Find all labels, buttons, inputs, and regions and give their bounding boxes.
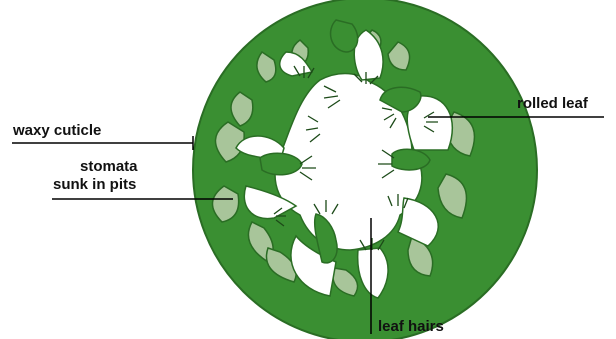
label-stomata-line1: stomata — [80, 158, 138, 175]
label-leaf-hairs: leaf hairs — [378, 318, 444, 335]
label-waxy-cuticle: waxy cuticle — [13, 122, 101, 139]
label-stomata-line2: sunk in pits — [53, 176, 136, 193]
label-rolled-leaf: rolled leaf — [517, 95, 588, 112]
